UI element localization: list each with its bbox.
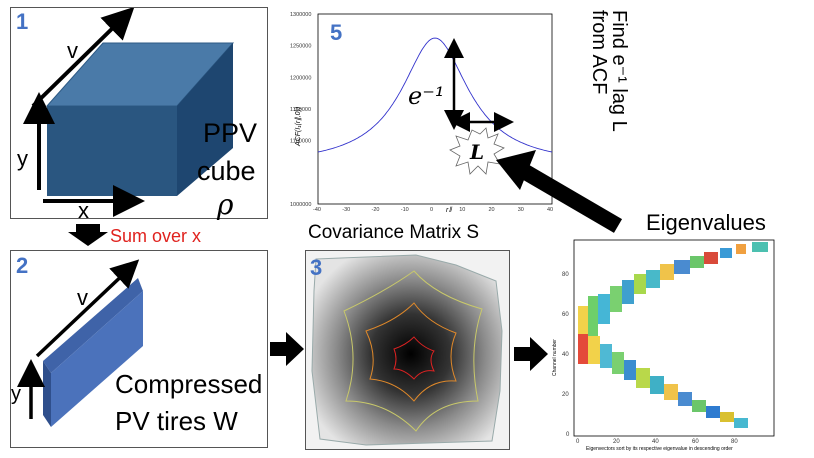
- acf-y-tick: 1200000: [290, 75, 311, 81]
- eigen-ticks: 0 20 40 60 80 0 20 40 60 80: [562, 272, 738, 445]
- sum-over-x-label: Sum over x: [110, 226, 202, 246]
- down-arrow-icon: [68, 224, 108, 246]
- right-arrow-icon: [270, 332, 304, 366]
- plate-side: [51, 291, 143, 427]
- plate-face: [43, 278, 143, 373]
- y-tick: 60: [562, 312, 569, 318]
- acf-y-tick: 1000000: [290, 202, 311, 208]
- acf-ylabel: ACF(I₁(r∥,0)): [294, 107, 302, 147]
- eigen-xlabel: Eigenvectors sort by its respective eige…: [586, 446, 733, 452]
- compressed-label-line2: PV tires W: [115, 406, 238, 436]
- heatmap-region: [311, 254, 503, 446]
- acf-x-tick: 30: [518, 207, 524, 212]
- find-lag-line2: from ACF: [588, 10, 610, 95]
- compressed-plate-illustration: [17, 259, 143, 427]
- L-label: L: [470, 140, 485, 164]
- eigen-ylabel: Channel number: [552, 339, 558, 376]
- find-lag-line1: Find e⁻¹ lag L: [608, 10, 630, 132]
- acf-y-tick: 1250000: [290, 44, 311, 50]
- acf-y-tick: 1300000: [290, 12, 311, 18]
- ppv-cube-illustration: [23, 8, 235, 217]
- axis-label-v: v: [67, 38, 78, 63]
- acf-x-tick: -30: [342, 207, 350, 212]
- plate-front: [43, 361, 51, 427]
- axis-label-x: x: [78, 198, 89, 223]
- x-tick: 60: [692, 439, 699, 445]
- panel-covariance-matrix: 3: [305, 250, 510, 450]
- acf-x-tick: -10: [401, 207, 409, 212]
- covariance-title: Covariance Matrix S: [308, 222, 480, 243]
- y-tick: 0: [566, 432, 570, 438]
- step-number-1: 1: [16, 9, 29, 34]
- v-axis-arrow: [31, 8, 135, 108]
- x-tick: 0: [576, 439, 580, 445]
- axis-label-v: v: [77, 285, 88, 310]
- acf-x-tick: 10: [459, 207, 465, 212]
- right-arrow-icon: [514, 337, 548, 371]
- contour-middle: [365, 302, 457, 402]
- acf-x-tick: 40: [547, 207, 553, 212]
- panel-eigenvalues: 4: [548, 236, 780, 454]
- e-inverse-label: e⁻¹: [408, 82, 445, 110]
- panel-compressed-pv: 2 v y Compressed PV tires W: [10, 250, 268, 448]
- step-number-3: 3: [310, 255, 323, 280]
- eigenvalue-plot: 0 20 40 60 80 0 20 40 60 80 Channel numb…: [552, 239, 775, 452]
- ppv-label-line1: PPV: [203, 118, 258, 148]
- eigen-lower-band: [578, 334, 748, 428]
- big-diagonal-arrow-icon: [496, 150, 623, 233]
- acf-series-line: [317, 37, 553, 153]
- x-tick: 80: [731, 439, 738, 445]
- step-number-5: 5: [330, 20, 343, 45]
- eigen-upper-band: [578, 242, 768, 346]
- contour-outer: [343, 270, 483, 432]
- y-tick: 40: [562, 352, 569, 358]
- cube-front-face: [47, 106, 177, 196]
- acf-y-tick: 1100000: [290, 139, 311, 145]
- step-number-2: 2: [16, 253, 29, 278]
- x-tick: 40: [652, 439, 659, 445]
- acf-x-tick: -40: [313, 207, 321, 212]
- eigenvalues-title: Eigenvalues: [646, 210, 766, 235]
- ppv-label-line2: cube: [197, 156, 256, 186]
- axis-label-y: y: [17, 146, 28, 171]
- L-starburst: [449, 127, 505, 175]
- compressed-label-line1: Compressed: [115, 369, 263, 399]
- contour-inner: [393, 336, 435, 380]
- y-tick: 80: [562, 272, 569, 278]
- panel-ppv-cube: 1 v y x PPV cube ρ: [10, 7, 268, 223]
- acf-y-tick: 1150000: [290, 107, 311, 113]
- covariance-heatmap: [311, 254, 503, 446]
- acf-xlabel: r∥: [446, 206, 452, 212]
- axis-label-y: y: [11, 383, 21, 405]
- rho-label: ρ: [217, 188, 234, 221]
- cube-right-face: [177, 43, 233, 196]
- v-axis-arrow: [35, 259, 140, 358]
- acf-x-tick: 0: [430, 207, 433, 212]
- acf-x-tick: -20: [372, 207, 380, 212]
- acf-x-tick: 20: [489, 207, 495, 212]
- x-tick: 20: [613, 439, 620, 445]
- y-tick: 20: [562, 392, 569, 398]
- find-lag-text: Find e⁻¹ lag L from ACF: [586, 6, 636, 206]
